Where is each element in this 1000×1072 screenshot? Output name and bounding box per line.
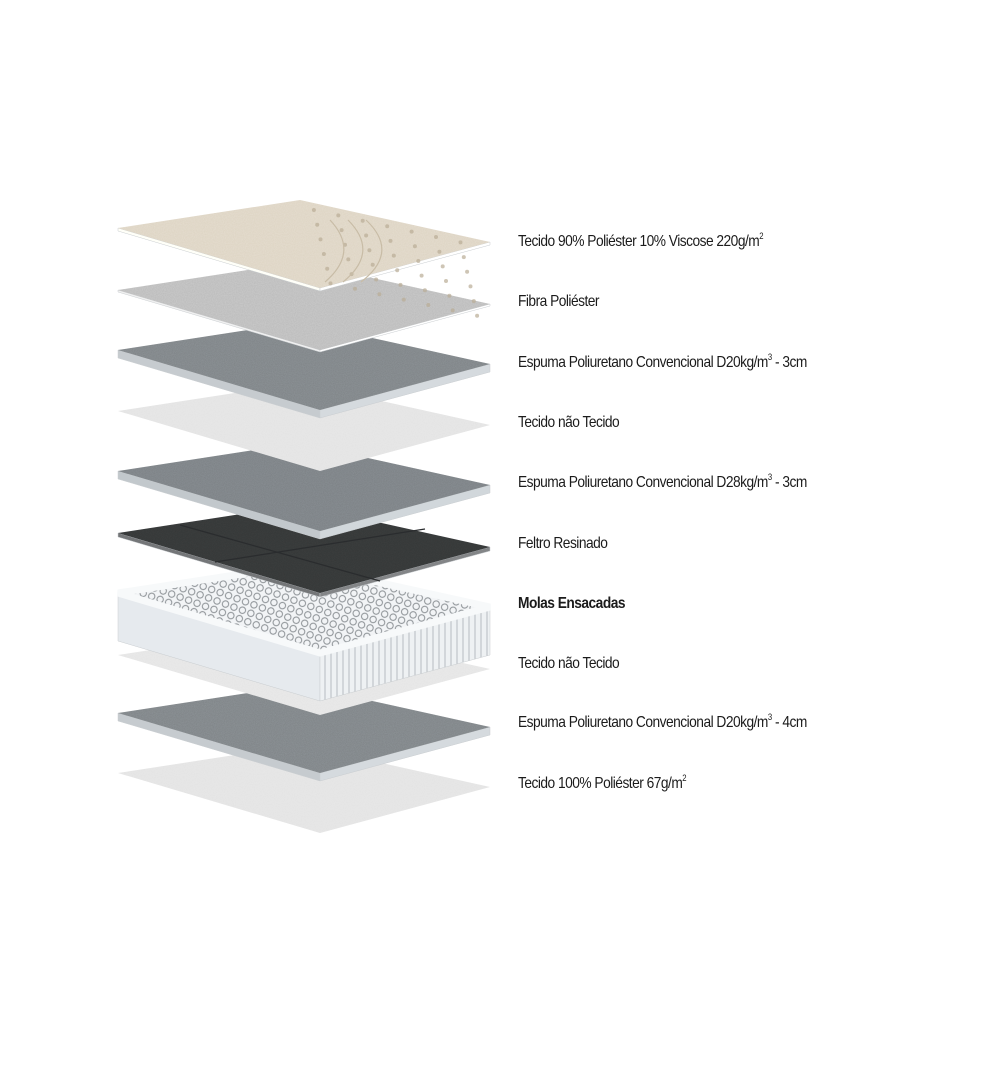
quilt-stitch bbox=[342, 219, 364, 283]
label-text: Tecido não Tecido bbox=[518, 414, 620, 431]
tuft-dimple bbox=[465, 269, 470, 274]
felt-seam bbox=[214, 528, 426, 563]
label-text: Tecido 90% Poliéster 10% Viscose 220g/m bbox=[518, 233, 760, 250]
label-tecido-base: Tecido 100% Poliéster 67g/m2 bbox=[518, 772, 687, 794]
layer-feltro bbox=[117, 505, 491, 598]
layer-espuma-d20-4 bbox=[117, 685, 491, 782]
label-text: Espuma Poliuretano Convencional D20kg/m bbox=[518, 714, 768, 731]
tuft-dimple bbox=[360, 218, 365, 223]
label-espuma-d28-3: Espuma Poliuretano Convencional D28kg/m3… bbox=[518, 471, 807, 493]
tuft-dimple bbox=[398, 282, 403, 287]
tuft-dimple bbox=[353, 286, 357, 291]
tuft-dimple bbox=[367, 248, 372, 253]
tuft-dimple bbox=[426, 303, 431, 307]
label-text: Espuma Poliuretano Convencional D28kg/m bbox=[518, 474, 768, 491]
tuft-dimple bbox=[416, 259, 421, 263]
tuft-dimple bbox=[422, 288, 427, 293]
tuft-dimple bbox=[409, 229, 414, 234]
tuft-dimple bbox=[447, 293, 452, 298]
quilt-stitch bbox=[360, 219, 383, 283]
tuft-dimple bbox=[325, 266, 330, 271]
tuft-dimple bbox=[328, 281, 333, 286]
tuft-dimple bbox=[346, 257, 351, 262]
tuft-dimple bbox=[450, 308, 455, 313]
layer-tnt-1 bbox=[118, 383, 490, 471]
layer-top-face bbox=[118, 745, 490, 833]
label-fibra: Fibra Poliéster bbox=[518, 292, 599, 312]
tuft-dimple bbox=[444, 279, 448, 283]
tuft-dimple bbox=[419, 273, 424, 278]
tuft-dimple bbox=[336, 213, 341, 218]
tuft-dimple bbox=[458, 240, 463, 245]
layer-top-face bbox=[118, 322, 490, 410]
layer-side-right bbox=[319, 241, 491, 292]
label-superscript: 2 bbox=[682, 772, 687, 783]
layer-top-face bbox=[118, 685, 490, 773]
label-superscript: 3 bbox=[767, 351, 772, 362]
label-superscript: 3 bbox=[767, 471, 772, 482]
layer-top-face bbox=[118, 262, 490, 350]
tuft-dimple bbox=[388, 238, 393, 243]
label-text: Fibra Poliéster bbox=[518, 293, 599, 310]
label-molas: Molas Ensacadas bbox=[518, 594, 626, 614]
label-tecido-topo: Tecido 90% Poliéster 10% Viscose 220g/m2 bbox=[518, 230, 764, 252]
tuft-dimple bbox=[339, 228, 344, 233]
tuft-dimple bbox=[321, 252, 326, 256]
label-feltro: Feltro Resinado bbox=[518, 534, 608, 554]
tuft-dimple bbox=[395, 268, 400, 273]
label-espuma-d20-3: Espuma Poliuretano Convencional D20kg/m3… bbox=[518, 351, 807, 373]
label-superscript: 3 bbox=[767, 711, 772, 722]
layer-tecido-topo bbox=[117, 200, 491, 318]
tuft-dimple bbox=[412, 244, 417, 249]
layer-top-face bbox=[118, 505, 490, 593]
tuft-dimple bbox=[471, 299, 476, 304]
label-tnt-2: Tecido não Tecido bbox=[518, 654, 620, 674]
label-text: Tecido 100% Poliéster 67g/m bbox=[518, 775, 683, 792]
felt-seam bbox=[179, 524, 381, 582]
label-espuma-d20-4: Espuma Poliuretano Convencional D20kg/m3… bbox=[518, 711, 807, 733]
tuft-dimple bbox=[434, 235, 438, 239]
layer-side-right bbox=[319, 363, 491, 419]
layer-side-right bbox=[319, 484, 491, 540]
label-text: Molas Ensacadas bbox=[518, 595, 626, 612]
layer-molas bbox=[117, 561, 491, 702]
layer-top-face bbox=[118, 383, 490, 471]
tuft-dimple bbox=[461, 255, 466, 260]
label-thickness: - 4cm bbox=[771, 714, 807, 731]
tuft-dimple bbox=[374, 277, 379, 282]
layer-espuma-d28-3 bbox=[117, 443, 491, 540]
layer-top-face bbox=[118, 443, 490, 531]
layer-espuma-d20-3 bbox=[117, 322, 491, 419]
label-text: Feltro Resinado bbox=[518, 535, 608, 552]
tuft-dimple bbox=[468, 284, 473, 289]
layer-side-right bbox=[319, 303, 491, 353]
tuft-dimple bbox=[318, 237, 323, 242]
tuft-dimple bbox=[315, 222, 320, 227]
tuft-dimple bbox=[391, 253, 396, 258]
label-tnt-1: Tecido não Tecido bbox=[518, 413, 620, 433]
tuft-dimple bbox=[437, 249, 442, 254]
label-text: Espuma Poliuretano Convencional D20kg/m bbox=[518, 354, 768, 371]
label-thickness: - 3cm bbox=[771, 474, 807, 491]
tuft-dimple bbox=[311, 208, 316, 212]
tuft-dimple bbox=[385, 224, 390, 229]
quilt-stitch bbox=[324, 219, 345, 283]
label-text: Tecido não Tecido bbox=[518, 655, 620, 672]
layer-tecido-base bbox=[118, 745, 490, 833]
tuft-dimple bbox=[364, 233, 369, 238]
tuft-dimple bbox=[401, 297, 406, 302]
tuft-dimple bbox=[475, 313, 480, 318]
label-thickness: - 3cm bbox=[771, 354, 807, 371]
layer-fibra bbox=[117, 262, 491, 353]
tuft-dimple bbox=[377, 292, 382, 297]
tuft-dimple bbox=[370, 262, 375, 267]
spring-frame bbox=[117, 561, 491, 657]
label-superscript: 2 bbox=[759, 230, 764, 241]
tuft-dimple bbox=[440, 264, 445, 269]
layer-top-face bbox=[118, 200, 490, 288]
